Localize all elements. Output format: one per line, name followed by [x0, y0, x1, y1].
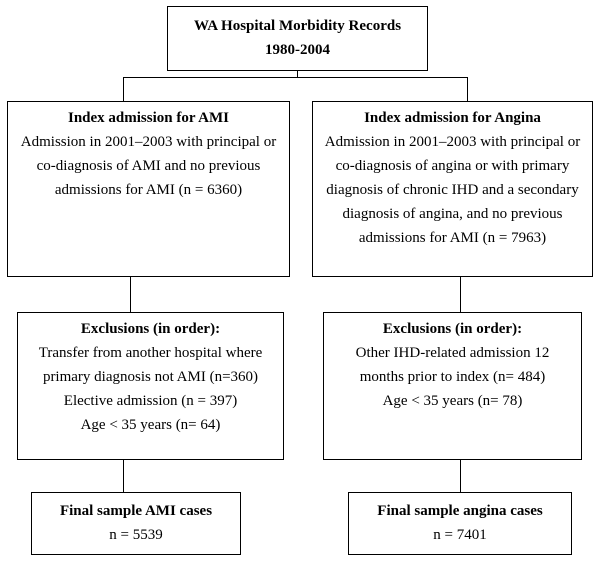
connector-to-ami-index — [123, 77, 124, 101]
angina-index-line: Admission in 2001–2003 with principal or — [324, 134, 581, 150]
ami-final-box: Final sample AMI cases n = 5539 — [31, 492, 241, 555]
angina-index-box: Index admission for Angina Admission in … — [312, 101, 593, 277]
ami-exclusion-item: Elective admission (n = 397) — [63, 393, 238, 409]
angina-index-line: co-diagnosis of angina or with primary — [335, 158, 570, 174]
ami-index-line: admissions for AMI (n = 6360) — [54, 182, 243, 198]
angina-exclusion-item: months prior to index (n= 484) — [359, 369, 546, 385]
ami-exclusion-item: primary diagnosis not AMI (n=360) — [42, 369, 259, 385]
angina-exclusion-item: Other IHD-related admission 12 — [355, 345, 550, 361]
connector-angina-index-exclusions — [460, 276, 461, 313]
ami-exclusion-item: Transfer from another hospital where — [38, 345, 263, 361]
angina-final-title: Final sample angina cases — [377, 503, 543, 519]
connector-ami-exclusions-final — [123, 459, 124, 493]
connector-split — [123, 77, 468, 78]
connector-ami-index-exclusions — [130, 276, 131, 313]
angina-exclusions-title: Exclusions (in order): — [382, 321, 523, 337]
ami-final-title: Final sample AMI cases — [59, 503, 213, 519]
angina-index-line: diagnosis of angina, and no previous — [342, 206, 563, 222]
angina-index-line: admissions for AMI (n = 7963) — [358, 230, 547, 246]
angina-final-box: Final sample angina cases n = 7401 — [348, 492, 572, 555]
angina-exclusions-box: Exclusions (in order): Other IHD-related… — [323, 312, 582, 460]
source-title: WA Hospital Morbidity Records — [193, 18, 402, 34]
angina-exclusion-item: Age < 35 years (n= 78) — [382, 393, 523, 409]
angina-index-line: diagnosis of chronic IHD and a secondary — [326, 182, 579, 198]
connector-angina-exclusions-final — [460, 459, 461, 493]
ami-index-title: Index admission for AMI — [67, 110, 229, 126]
ami-exclusions-title: Exclusions (in order): — [80, 321, 221, 337]
connector-source-down — [297, 70, 298, 78]
connector-to-angina-index — [467, 77, 468, 101]
ami-exclusion-item: Age < 35 years (n= 64) — [80, 417, 221, 433]
source-subtitle: 1980-2004 — [265, 42, 330, 58]
angina-index-title: Index admission for Angina — [364, 110, 541, 126]
ami-final-count: n = 5539 — [109, 527, 163, 543]
ami-exclusions-box: Exclusions (in order): Transfer from ano… — [17, 312, 284, 460]
ami-index-box: Index admission for AMI Admission in 200… — [7, 101, 290, 277]
ami-index-line: Admission in 2001–2003 with principal or — [20, 134, 277, 150]
source-records-box: WA Hospital Morbidity Records 1980-2004 — [167, 6, 428, 71]
ami-index-line: co-diagnosis of AMI and no previous — [36, 158, 261, 174]
angina-final-count: n = 7401 — [433, 527, 487, 543]
